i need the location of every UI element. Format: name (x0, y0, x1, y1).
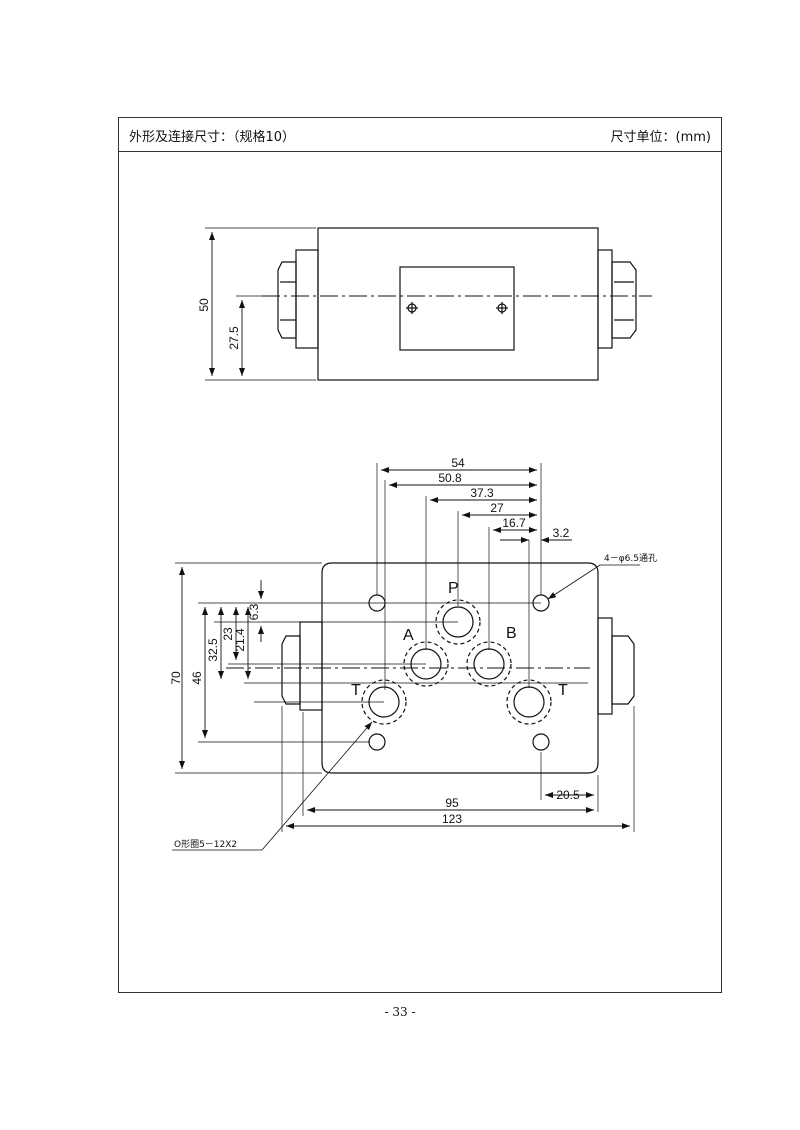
right-cap (597, 249, 613, 349)
page-number: - 33 - (384, 1005, 416, 1019)
dim-20-5: 20.5 (556, 788, 580, 802)
dim-6-3: 6.3 (247, 603, 261, 620)
port-label-p: P (448, 580, 459, 597)
left-cap (295, 249, 319, 349)
face-left-nut (281, 635, 301, 705)
dim-21-4: 21.4 (233, 628, 247, 652)
dim-50: 50 (197, 298, 211, 312)
valve-body-side (317, 227, 599, 381)
unit-label: 尺寸单位：(mm) (610, 130, 711, 145)
dim-54: 54 (451, 456, 465, 470)
face-right-nut (611, 635, 635, 705)
nameplate (399, 266, 515, 351)
drawing-frame: 外形及连接尺寸：（规格10） 尺寸单位：(mm) (118, 117, 722, 993)
dim-46: 46 (190, 671, 204, 685)
page-title: 外形及连接尺寸：（规格10） (129, 130, 296, 145)
holes-note: 4－φ6.5通孔 (604, 553, 657, 564)
port-label-t-left: T (351, 682, 361, 699)
port-label-b: B (506, 625, 517, 642)
port-label-t-right: T (558, 682, 568, 699)
dim-70: 70 (169, 671, 183, 685)
dim-3-2: 3.2 (553, 526, 570, 540)
dim-50-8: 50.8 (438, 471, 462, 485)
left-hex-nut (277, 261, 297, 339)
face-view (172, 463, 640, 851)
dim-95: 95 (445, 796, 459, 810)
oring-leader (261, 721, 373, 851)
dim-37-3: 37.3 (470, 486, 494, 500)
face-left-cap (299, 621, 323, 711)
oring-note: O形圈5－12X2 (174, 838, 237, 850)
right-hex-nut (611, 261, 637, 339)
mounting-hole (532, 733, 550, 751)
dim-27: 27 (490, 501, 504, 515)
dim-16-7: 16.7 (502, 516, 526, 530)
dim-32-5: 32.5 (206, 638, 220, 662)
dim-123: 123 (442, 812, 462, 826)
mounting-hole (368, 733, 386, 751)
holes-leader (547, 564, 601, 600)
face-right-cap (597, 617, 613, 715)
header-row: 外形及连接尺寸：（规格10） 尺寸单位：(mm) (119, 118, 721, 152)
side-view (205, 227, 652, 381)
port-label-a: A (403, 627, 414, 644)
dim-27-5: 27.5 (227, 326, 241, 350)
dim-23: 23 (221, 627, 235, 641)
